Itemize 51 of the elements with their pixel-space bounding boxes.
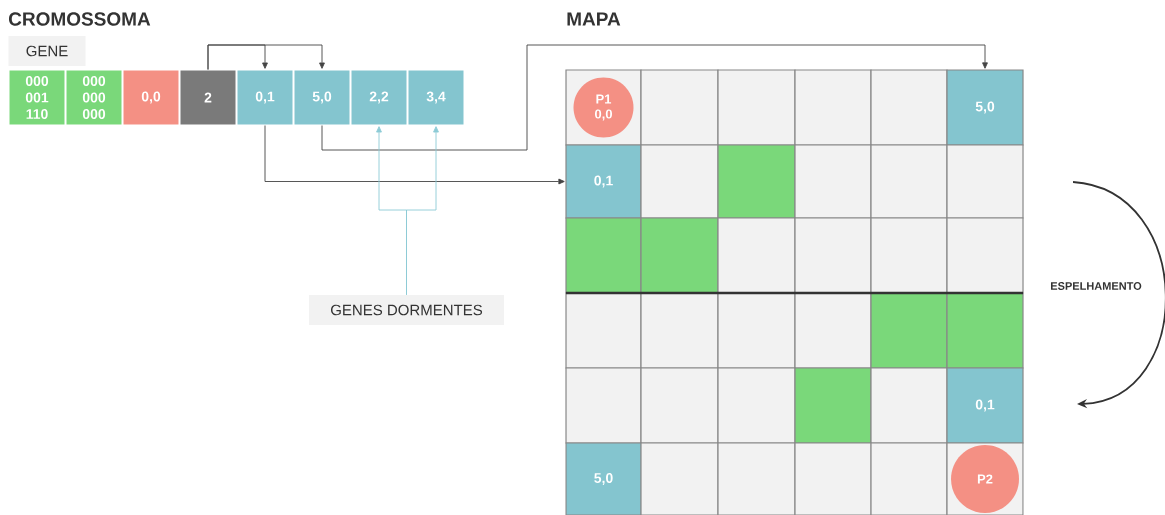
direction-label: ESPELHAMENTO xyxy=(1051,282,1142,290)
map-cell: 0,1 xyxy=(565,144,642,219)
map-cell xyxy=(640,144,719,219)
map-cell: 5,0 xyxy=(565,442,642,515)
map-cell xyxy=(794,69,872,146)
label-box: GENES DORMENTES xyxy=(309,295,504,325)
connector-arrow xyxy=(264,125,565,185)
gene-cell: 000 000 000 xyxy=(65,69,123,126)
map-cell xyxy=(717,367,796,444)
gene-cell: 3,4 xyxy=(407,69,465,126)
map-cell xyxy=(640,69,719,146)
map-cell xyxy=(794,367,872,444)
map-cell xyxy=(870,367,948,444)
map-cell xyxy=(565,292,642,369)
map-cell xyxy=(870,442,948,515)
gene-cell: 0,0 xyxy=(122,69,180,126)
map-cell xyxy=(640,367,719,444)
map-cell xyxy=(640,217,719,294)
map-cell xyxy=(640,442,719,515)
map-cell xyxy=(794,144,872,219)
heading: MAPA xyxy=(567,12,621,26)
map-cell xyxy=(717,217,796,294)
gene-cell: 000 001 110 xyxy=(8,69,66,126)
gene-cell: 2 xyxy=(179,69,237,126)
map-cell xyxy=(717,144,796,219)
map-cell xyxy=(640,292,719,369)
gene-cell: 5,0 xyxy=(293,69,351,126)
connector-arrow xyxy=(406,126,439,296)
map-cell xyxy=(870,69,948,146)
map-cell xyxy=(946,292,1024,369)
map-cell xyxy=(794,442,872,515)
map-cell xyxy=(565,217,642,294)
heading: CROMOSSOMA xyxy=(9,12,151,26)
gene-cell: 2,2 xyxy=(350,69,408,126)
map-cell xyxy=(946,217,1024,294)
gene-cell: 0,1 xyxy=(236,69,294,126)
map-cell: 0,1 xyxy=(946,367,1024,444)
map-cell xyxy=(870,217,948,294)
map-cell xyxy=(717,442,796,515)
map-cell: 5,0 xyxy=(946,69,1024,146)
map-cell xyxy=(870,144,948,219)
connector-arrow xyxy=(321,44,988,151)
map-cell xyxy=(794,217,872,294)
map-cell xyxy=(717,69,796,146)
map-cell xyxy=(794,292,872,369)
map-cell xyxy=(717,292,796,369)
connector-arrow xyxy=(207,44,325,70)
map-cell xyxy=(946,144,1024,219)
gene-tag: GENE xyxy=(8,36,86,66)
map-cell xyxy=(565,367,642,444)
map-cell xyxy=(870,292,948,369)
